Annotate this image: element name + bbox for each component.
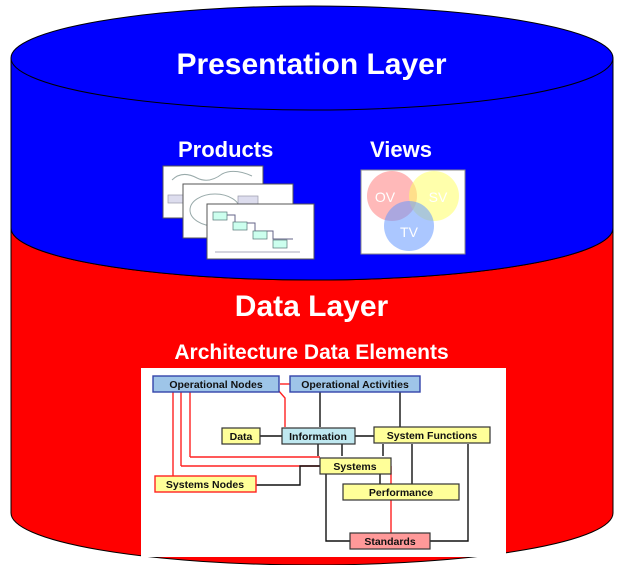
red-connectors [172, 383, 392, 535]
products-thumbnails [162, 165, 315, 260]
venn-tv-label: TV [400, 224, 419, 240]
node-data: Data [230, 431, 253, 443]
node-system-functions: System Functions [387, 430, 478, 442]
node-operational-nodes: Operational Nodes [169, 379, 263, 391]
architecture-data-elements-subtitle: Architecture Data Elements [174, 341, 449, 364]
presentation-layer-title: Presentation Layer [176, 48, 447, 81]
node-performance: Performance [369, 487, 433, 499]
data-layer-title: Data Layer [234, 290, 389, 323]
black-connectors [256, 392, 469, 542]
node-information: Information [289, 431, 347, 443]
node-operational-activities: Operational Activities [301, 379, 409, 391]
node-systems-nodes: Systems Nodes [166, 479, 244, 491]
views-venn: OV SV TV [360, 169, 466, 255]
node-standards: Standards [364, 536, 416, 548]
data-elements-diagram: Operational Nodes Operational Activities… [141, 368, 506, 557]
node-systems: Systems [333, 461, 376, 473]
cylinder-top [10, 5, 614, 111]
venn-sv-label: SV [429, 189, 448, 205]
views-label: Views [370, 137, 432, 162]
products-label: Products [178, 137, 274, 162]
venn-ov-label: OV [375, 189, 396, 205]
